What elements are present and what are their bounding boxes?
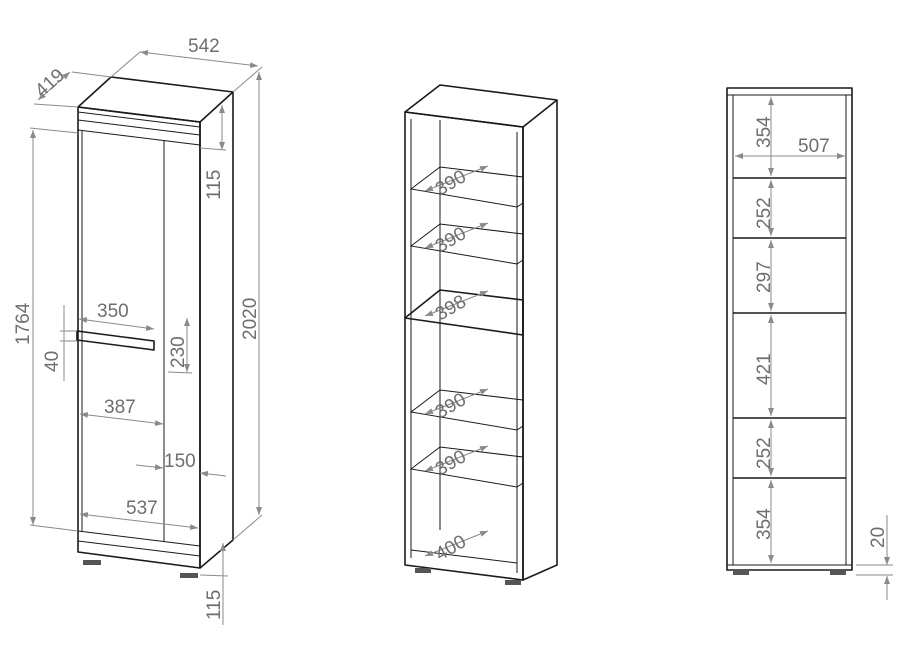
dim-width: 542 <box>188 36 220 57</box>
front-view-drawing: 507 354 252 297 421 252 354 20 <box>726 87 893 600</box>
shelf-depth-3: 398 <box>432 291 470 325</box>
bookcase-shelves <box>404 166 524 488</box>
dim-inner-width: 537 <box>126 498 158 519</box>
bookcase-top <box>404 84 558 128</box>
bookcase-side <box>522 100 558 581</box>
compartment-5: 252 <box>754 437 775 469</box>
dim-handle-height: 40 <box>42 351 63 372</box>
dim-plinth: 115 <box>204 590 225 620</box>
wardrobe-side <box>199 92 234 569</box>
front-view-outline <box>726 87 853 571</box>
compartment-6: 354 <box>754 508 775 540</box>
dim-handle-width: 350 <box>97 301 129 322</box>
wardrobe-handle <box>76 330 155 351</box>
dim-side-strip: 150 <box>164 451 196 472</box>
dim-depth: 419 <box>31 65 69 102</box>
wardrobe-front <box>77 106 201 569</box>
bookcase-front <box>404 111 524 581</box>
dim-front-inner-width: 507 <box>798 136 830 157</box>
dim-door-width: 387 <box>104 397 136 418</box>
compartment-3: 297 <box>754 261 775 293</box>
wardrobe-drawing: 542 419 2020 1764 115 115 350 40 230 387… <box>13 36 263 625</box>
dim-top-panel: 115 <box>204 170 225 200</box>
shelf-depth-2: 390 <box>432 223 470 257</box>
shelf-depth-1: 390 <box>432 166 470 200</box>
shelf-depth-6: 400 <box>432 531 470 565</box>
dim-foot-height: 20 <box>868 527 889 548</box>
dim-handle-offset: 230 <box>168 336 189 368</box>
compartment-2: 252 <box>754 197 775 229</box>
compartment-4: 421 <box>754 353 775 385</box>
shelf-depth-4: 390 <box>432 389 470 423</box>
dim-door-height: 1764 <box>13 302 34 345</box>
dim-height: 2020 <box>240 298 261 340</box>
compartment-1: 354 <box>754 116 775 148</box>
bookcase-drawing: 390 390 398 390 390 400 <box>404 84 558 585</box>
shelf-depth-5: 390 <box>432 446 470 480</box>
